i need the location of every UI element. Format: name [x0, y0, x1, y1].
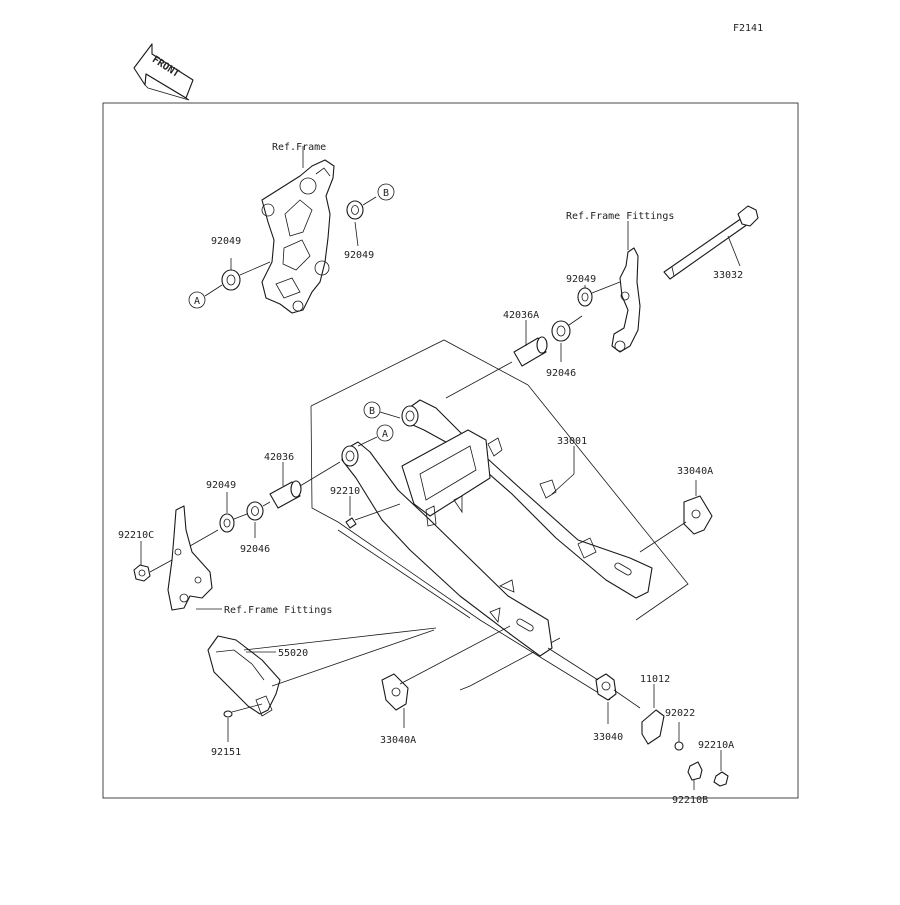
label-55020: 55020 [278, 648, 308, 659]
label-92046-right: 92046 [546, 368, 576, 379]
label-33040a-bottom: 33040A [380, 735, 416, 746]
callout-b-right: B [377, 183, 395, 201]
screw-92151 [223, 710, 233, 718]
washer-92049-left [221, 269, 241, 291]
label-33001: 33001 [557, 436, 587, 447]
washer-92049-right [346, 200, 364, 220]
front-arrow: FRONT [133, 43, 194, 101]
adjuster-33040 [595, 673, 641, 709]
svg-text:A: A [382, 429, 388, 440]
label-92049-arm-left: 92049 [206, 480, 236, 491]
frame-fitting-right [611, 247, 641, 353]
label-33040: 33040 [593, 732, 623, 743]
callout-a-arm: A [376, 424, 394, 442]
collar-42036 [269, 480, 302, 509]
pivot-shaft-33032 [663, 205, 759, 280]
collar-42036a [513, 336, 548, 367]
callout-a-left: A [188, 291, 206, 309]
callout-b-arm: B [363, 401, 381, 419]
label-33040a-right: 33040A [677, 466, 713, 477]
nut-92210a [713, 771, 729, 787]
label-92049-frame-left: 92049 [211, 236, 241, 247]
label-92151: 92151 [211, 747, 241, 758]
label-92210: 92210 [330, 486, 360, 497]
chain-cover-55020 [207, 635, 281, 717]
svg-text:B: B [369, 406, 375, 417]
diagram-code: F2141 [733, 23, 763, 34]
label-42036a: 42036A [503, 310, 539, 321]
guide-33040a-right [683, 495, 713, 535]
washer-92022 [674, 741, 684, 751]
label-92022: 92022 [665, 708, 695, 719]
swing-arm-33001 [341, 399, 653, 657]
label-92210b: 92210B [672, 795, 708, 806]
frame-fitting-left [167, 505, 213, 611]
label-92046-left: 92046 [240, 544, 270, 555]
diagram-border [102, 102, 799, 799]
svg-text:A: A [194, 296, 200, 307]
bearing-92046-left [246, 501, 264, 521]
label-92049-frame-right: 92049 [344, 250, 374, 261]
label-33032: 33032 [713, 270, 743, 281]
nut-92210c [133, 564, 151, 582]
ref-frame-label: Ref.Frame [272, 142, 326, 153]
washer-92049-arm-left [219, 513, 235, 533]
bolt-92210 [345, 517, 357, 529]
ref-frame-fittings-left: Ref.Frame Fittings [224, 605, 332, 616]
label-11012: 11012 [640, 674, 670, 685]
nut-92210b [687, 761, 703, 781]
ref-frame-fittings-top: Ref.Frame Fittings [566, 211, 674, 222]
label-92210c: 92210C [118, 530, 154, 541]
guide-33040a-bottom [381, 673, 409, 711]
svg-text:B: B [383, 188, 389, 199]
washer-92049-pivot [577, 287, 593, 307]
label-92049-pivot: 92049 [566, 274, 596, 285]
label-42036: 42036 [264, 452, 294, 463]
frame-bracket [261, 159, 335, 314]
label-92210a: 92210A [698, 740, 734, 751]
bearing-92046-right [551, 320, 571, 342]
plate-11012 [641, 709, 665, 745]
assembly-lines [310, 339, 689, 701]
